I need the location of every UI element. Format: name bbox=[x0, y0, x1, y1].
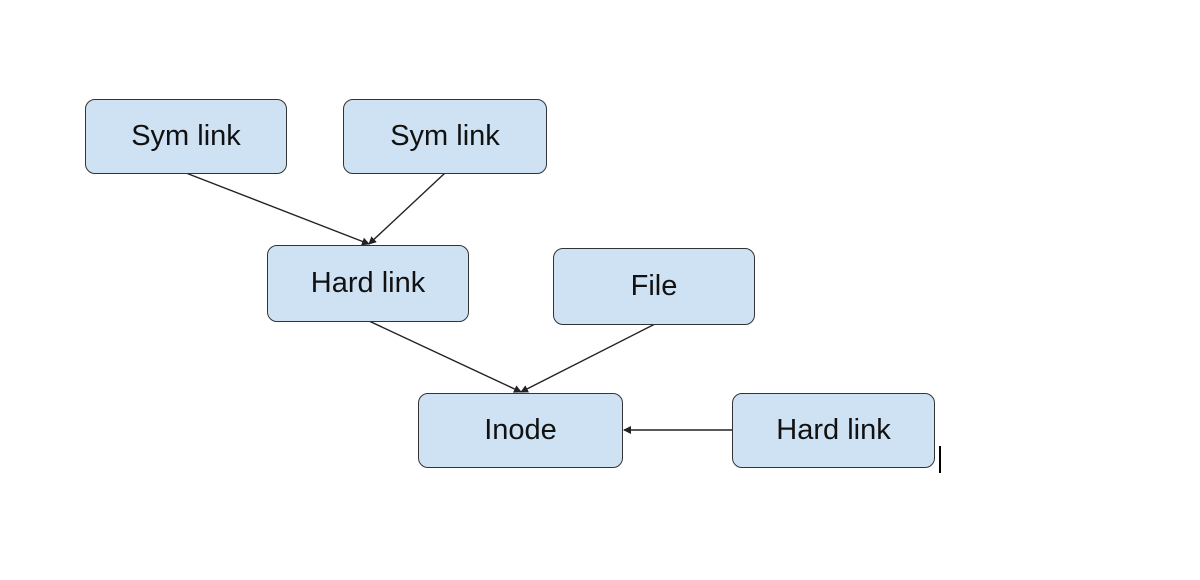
sym-link-node-2-label: Sym link bbox=[390, 120, 500, 152]
edge-sym-link-2-to-hard-link-1 bbox=[368, 172, 446, 245]
sym-link-node-1[interactable]: Sym link bbox=[85, 99, 287, 174]
hard-link-node-2[interactable]: Hard link bbox=[732, 393, 935, 468]
hard-link-node-1[interactable]: Hard link bbox=[267, 245, 469, 322]
sym-link-node-1-label: Sym link bbox=[131, 120, 241, 152]
file-node-label: File bbox=[630, 270, 678, 302]
hard-link-node-2-label: Hard link bbox=[776, 414, 891, 446]
edge-file-to-inode bbox=[520, 323, 656, 393]
inode-node[interactable]: Inode bbox=[418, 393, 623, 468]
text-cursor bbox=[939, 446, 941, 473]
edge-sym-link-1-to-hard-link-1 bbox=[185, 172, 370, 246]
file-node[interactable]: File bbox=[553, 248, 755, 325]
edge-hard-link-1-to-inode bbox=[368, 320, 522, 393]
edges-layer bbox=[185, 172, 732, 434]
inode-node-label: Inode bbox=[484, 414, 557, 446]
hard-link-node-1-label: Hard link bbox=[310, 267, 426, 299]
sym-link-node-2[interactable]: Sym link bbox=[343, 99, 547, 174]
